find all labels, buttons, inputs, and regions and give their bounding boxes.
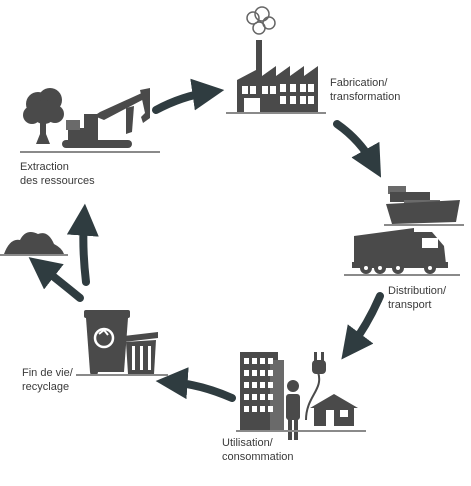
plug-icon <box>305 352 326 421</box>
person-icon <box>286 380 300 440</box>
label-extraction-line1: Extraction <box>20 161 69 173</box>
label-utilisation: Utilisation/ consommation <box>222 436 294 464</box>
label-distribution: Distribution/ transport <box>388 284 446 312</box>
ground-line <box>20 151 160 153</box>
truck-icon <box>344 228 460 276</box>
arrow-extraction-to-fabrication <box>152 78 225 114</box>
label-fin-de-vie-line2: recyclage <box>22 381 70 393</box>
factory-icon <box>226 6 326 114</box>
label-fin-de-vie: Fin de vie/ recyclage <box>22 366 73 394</box>
label-extraction-line2: des ressources <box>20 175 95 187</box>
arrow-fin-de-vie-to-pile <box>28 257 84 302</box>
arrow-utilisation-to-fin-de-vie <box>155 367 236 402</box>
extraction-icon <box>20 88 160 153</box>
label-fabrication-line2: transformation <box>330 91 401 103</box>
label-fabrication-line1: Fabrication/ <box>330 77 388 89</box>
label-utilisation-line1: Utilisation/ <box>222 437 273 449</box>
waste-pile-icon <box>0 232 68 256</box>
recycling-bins-icon <box>76 310 168 376</box>
excavator-icon <box>62 88 150 148</box>
arrow-fabrication-to-distribution <box>333 120 382 178</box>
label-extraction: Extraction des ressources <box>20 160 95 188</box>
arrow-fin-de-vie-to-extraction <box>66 203 99 286</box>
tree-icon <box>23 88 64 144</box>
label-distribution-line1: Distribution/ <box>388 285 447 297</box>
label-fabrication: Fabrication/ transformation <box>330 76 400 104</box>
label-fin-de-vie-line1: Fin de vie/ <box>22 367 73 379</box>
consumption-icon <box>236 352 366 440</box>
house-icon <box>310 394 358 426</box>
ship-icon <box>384 186 464 226</box>
label-utilisation-line2: consommation <box>222 451 294 463</box>
arrow-distribution-to-utilisation <box>341 292 384 360</box>
label-distribution-line2: transport <box>388 299 432 311</box>
